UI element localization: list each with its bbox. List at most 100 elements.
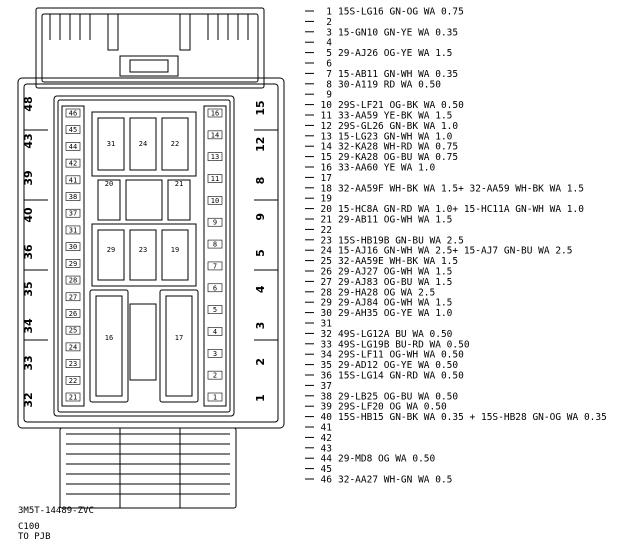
cavity-number: 14 [211,131,219,139]
terminal-cavity [207,327,223,336]
large-cavity-number: 16 [105,334,113,342]
large-cavity-number: 21 [175,180,183,188]
pin-wire-spec: 15S-LG16 GN-OG WA 0.75 [338,7,464,18]
face-side-number: 40 [22,207,35,223]
pin-wire-spec: 29-AJ84 OG-WH WA 1.5 [338,298,452,309]
face-side-number: 2 [254,358,267,366]
terminal-cavity [65,225,81,235]
pin-number: 45 [321,464,332,475]
terminal-cavity [65,325,81,335]
terminal-cavity [65,108,81,118]
large-cavity-number: 29 [107,246,115,254]
cavity-number: 30 [69,243,77,251]
pin-number: 40 [321,412,333,423]
cavity-number: 26 [69,310,77,318]
pin-wire-spec: 32-AA27 WH-GN WA 0.5 [338,475,452,486]
pin-number: 15 [321,152,332,163]
cavity-number: 41 [69,176,77,184]
face-side-number: 4 [254,285,267,293]
pin-number: 23 [321,235,332,246]
pin-number: 10 [321,100,333,111]
pin-wire-spec: 15-AB11 GN-WH WA 0.35 [338,69,458,80]
terminal-cavity [65,275,81,285]
terminal-cavity [207,392,223,402]
terminal-cavity [65,309,81,318]
pin-wire-spec: 15S-HB19B GN-BU WA 2.5 [338,235,464,246]
cavity-number: 22 [69,377,77,385]
pin-wire-spec: 15-LG23 GN-WH WA 1.0 [338,131,453,142]
pin-wire-spec: 29-AJ27 OG-WH WA 1.5 [338,267,452,278]
pin-wire-spec: 29-HA28 OG WA 2.5 [338,287,435,298]
large-cavity-number: 19 [171,246,179,254]
cavity-number: 25 [69,327,77,335]
terminal-cavity [65,292,81,302]
pin-wire-spec: 29-AJ83 OG-BU WA 1.5 [338,277,452,288]
cavity-number: 3 [213,350,217,358]
left-cavity-column [61,105,85,407]
cavity-number: 11 [211,175,219,183]
cavity-number: 4 [213,328,217,336]
cavity-number: 37 [69,210,77,218]
pin-wire-spec: 32-AA59E WH-BK WA 1.5 [338,256,458,267]
pin-number: 39 [321,402,333,413]
face-side-number: 8 [254,177,267,185]
pin-row: 43 [305,443,332,454]
cavity-number: 29 [69,260,77,268]
pin-row: 9 [305,90,332,101]
cavity-number: 6 [213,284,217,292]
pin-number: 1 [326,7,332,18]
cavity-number: 2 [213,372,217,380]
cavity-number: 1 [213,394,217,402]
pin-number: 7 [326,69,332,80]
pin-number: 2 [326,17,332,28]
cavity-number: 46 [69,110,77,118]
face-side-number: 43 [22,133,35,148]
pin-wire-spec: 29S-GL26 GN-BK WA 1.0 [338,121,458,132]
pin-number: 34 [321,350,333,361]
pin-row: 31 [305,319,332,330]
cavity-number: 21 [69,394,77,402]
cavity-number: 31 [69,226,77,234]
pin-wire-spec: 29S-LF21 OG-BK WA 0.50 [338,100,464,111]
part-number: 3M5T-14489-ZVC [18,506,94,516]
cavity-number: 9 [213,219,217,227]
terminal-cavity [65,158,81,168]
pin-number: 36 [321,371,333,382]
pin-number: 18 [321,183,333,194]
pin-row: 41 [305,423,332,434]
pin-row: 25 32-AA59E WH-BK WA 1.5 [305,256,458,267]
pin-number: 29 [321,298,333,309]
pin-row: 37 [305,381,332,392]
terminal-cavity [207,349,223,358]
face-side-number: 33 [22,355,35,370]
pin-number: 20 [321,204,333,215]
cavity-number: 13 [211,153,219,161]
pin-row: 45 [305,464,332,475]
terminal-cavity [207,108,223,118]
face-side-number: 39 [22,170,35,185]
pin-number: 19 [321,194,333,205]
pin-row: 6 [305,59,332,70]
pin-row: 10 29S-LF21 OG-BK WA 0.50 [305,100,464,111]
pin-row: 7 15-AB11 GN-WH WA 0.35 [305,69,458,80]
pin-number: 26 [321,267,333,278]
pin-number: 31 [321,319,333,330]
pin-row: 17 [305,173,332,184]
pin-number: 38 [321,391,333,402]
face-side-number: 36 [22,244,35,260]
pin-number: 25 [321,256,332,267]
